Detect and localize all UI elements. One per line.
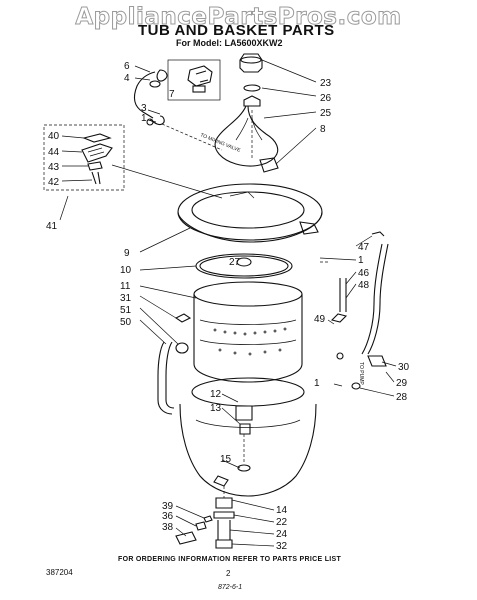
callout-1c: 1: [314, 378, 320, 389]
callout-29: 29: [396, 378, 408, 389]
dispenser-assembly: [43, 124, 223, 221]
callout-32: 32: [276, 541, 288, 552]
to-pump-note: TO PUMP: [358, 362, 364, 385]
callout-10: 10: [120, 265, 132, 276]
callout-26: 26: [320, 93, 332, 104]
callout-13: 13: [210, 403, 222, 414]
model-line: For Model: LA5600XKW2: [176, 38, 283, 48]
callout-41: 41: [46, 221, 58, 232]
callout-6: 6: [124, 61, 130, 72]
tub-ring: [139, 253, 293, 279]
callout-30: 30: [398, 362, 410, 373]
callout-7: 7: [169, 89, 175, 100]
callout-9: 9: [124, 248, 130, 259]
inlet-hose-assembly: [133, 59, 223, 151]
callout-42: 42: [48, 177, 60, 188]
callout-40: 40: [48, 131, 60, 142]
tub-cover: [139, 183, 323, 253]
callout-31: 31: [120, 293, 132, 304]
agitator-assembly: [214, 53, 317, 173]
callout-8: 8: [320, 124, 326, 135]
callout-27: 27: [229, 257, 241, 268]
callout-48: 48: [358, 280, 370, 291]
page-title: TUB AND BASKET PARTS: [138, 22, 335, 39]
outer-tub: [179, 377, 317, 497]
callout-47: 47: [358, 242, 370, 253]
drain-assembly: [175, 486, 275, 549]
callout-3: 3: [141, 103, 147, 114]
callout-44: 44: [48, 147, 60, 158]
ordering-note: FOR ORDERING INFORMATION REFER TO PARTS …: [118, 556, 342, 563]
callout-28: 28: [396, 392, 408, 403]
callout-24: 24: [276, 529, 288, 540]
callout-39: 39: [162, 501, 174, 512]
watermark: AppliancePartsPros.com: [75, 4, 402, 31]
pump-hose-assembly: [319, 231, 397, 397]
callout-1b: 1: [358, 255, 364, 266]
callout-22: 22: [276, 517, 288, 528]
callout-51: 51: [120, 305, 132, 316]
callout-36: 36: [162, 511, 174, 522]
callout-49: 49: [314, 314, 326, 325]
spin-basket: [139, 281, 303, 383]
signature-mark: 872-6-1: [218, 584, 243, 591]
callout-46: 46: [358, 268, 370, 279]
page-number: 2: [226, 569, 231, 578]
drawing-code: 387204: [46, 568, 73, 577]
callout-4: 4: [124, 73, 130, 84]
callout-1a: 1: [141, 113, 147, 124]
callout-23: 23: [320, 78, 332, 89]
callout-numbers: 6 4 7 3 1 23 26 25 8 40 44 43 42 41 9 10…: [46, 61, 410, 552]
callout-15: 15: [220, 454, 232, 465]
overflow-hose: [139, 295, 192, 415]
callout-25: 25: [320, 108, 332, 119]
callout-50: 50: [120, 317, 132, 328]
callout-38: 38: [162, 522, 174, 533]
callout-43: 43: [48, 162, 60, 173]
callout-12: 12: [210, 389, 222, 400]
callout-11: 11: [120, 281, 131, 292]
callout-14: 14: [276, 505, 288, 516]
